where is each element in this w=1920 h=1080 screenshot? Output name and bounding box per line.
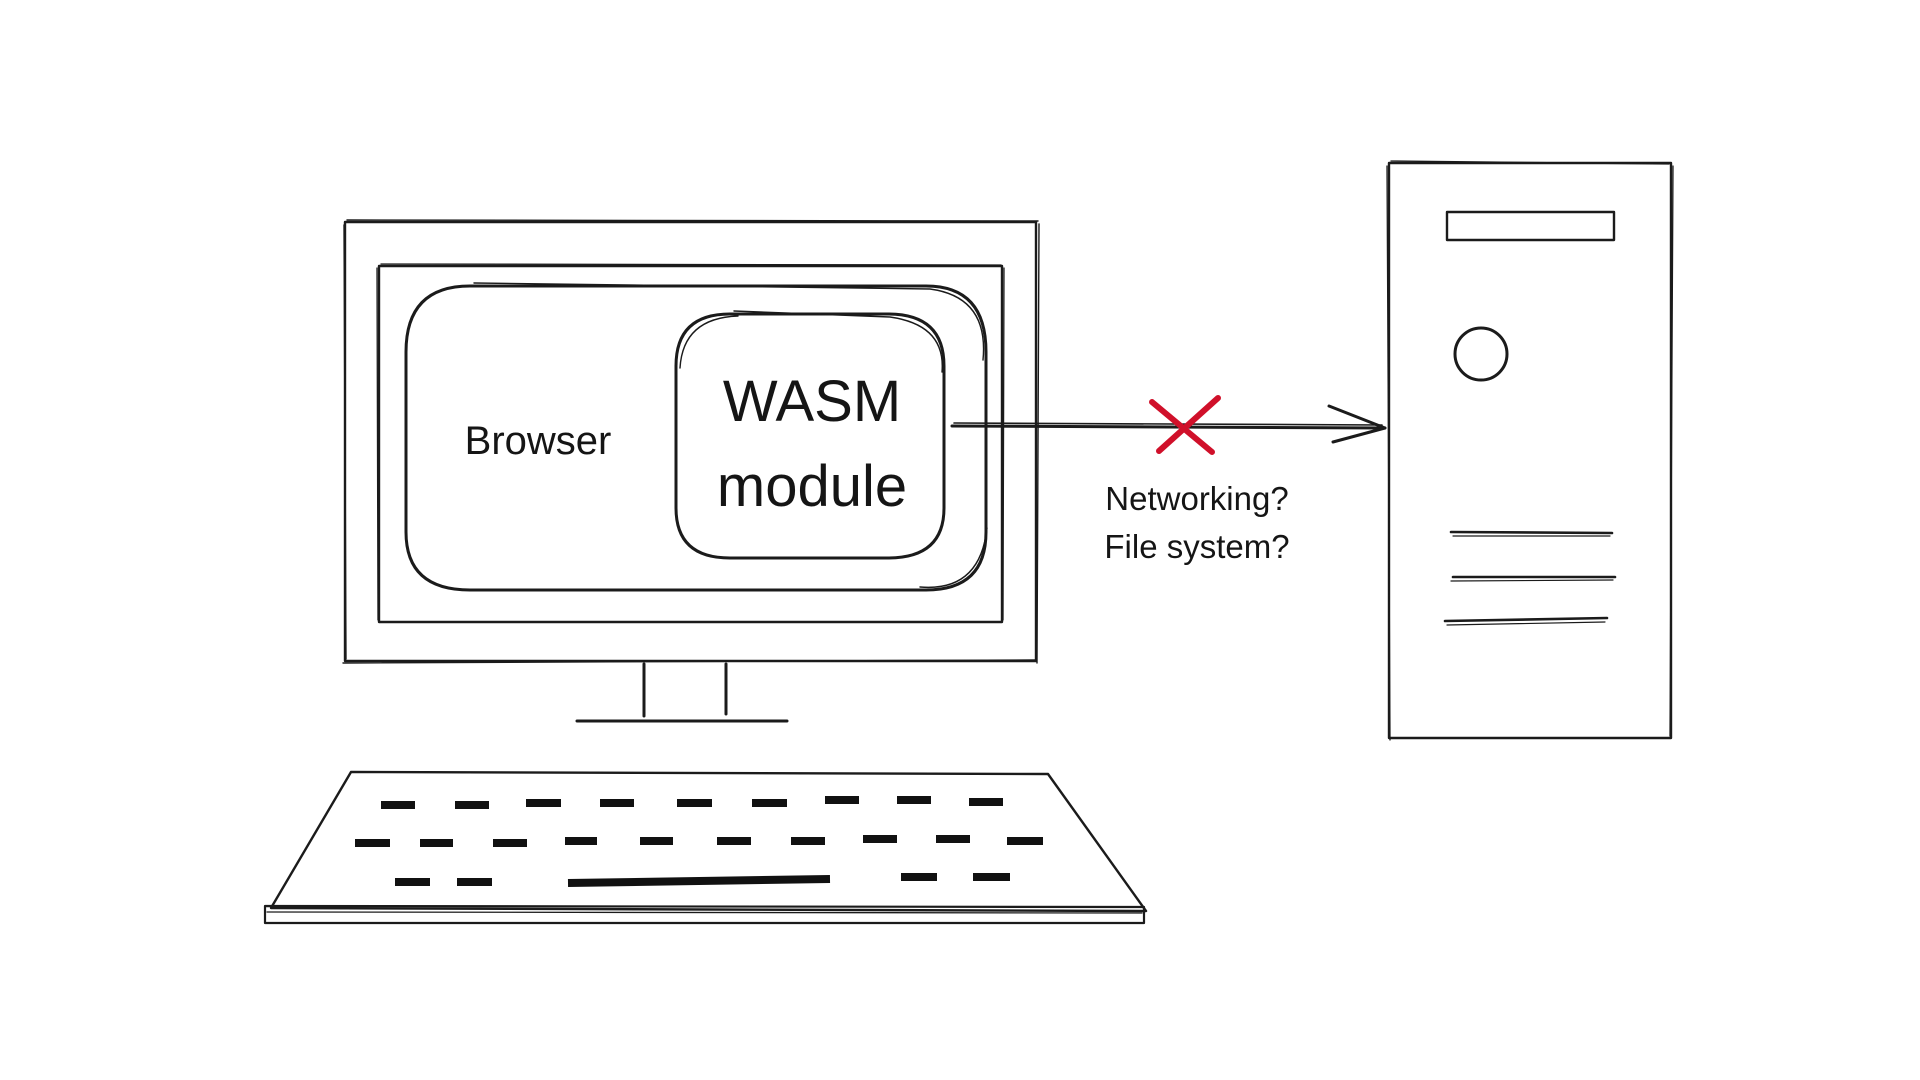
keyboard-keys: [355, 796, 1043, 887]
keyboard: [263, 770, 1148, 925]
file-system-question-label: File system?: [1104, 528, 1289, 565]
server-tower-icon: [1386, 160, 1674, 741]
networking-question-label: Networking?: [1105, 480, 1288, 517]
monitor-stand: [575, 662, 789, 723]
wasm-module-box: [674, 310, 946, 560]
connection-arrow: [950, 404, 1387, 444]
x-mark-icon: [1149, 395, 1221, 455]
monitor: [342, 219, 1040, 664]
desktop-computer-icon: [263, 219, 1148, 925]
browser-box: [404, 282, 988, 592]
wasm-module-label-line2: module: [717, 454, 907, 519]
browser-label: Browser: [465, 419, 612, 463]
wasm-module-label-line1: WASM: [723, 369, 901, 434]
